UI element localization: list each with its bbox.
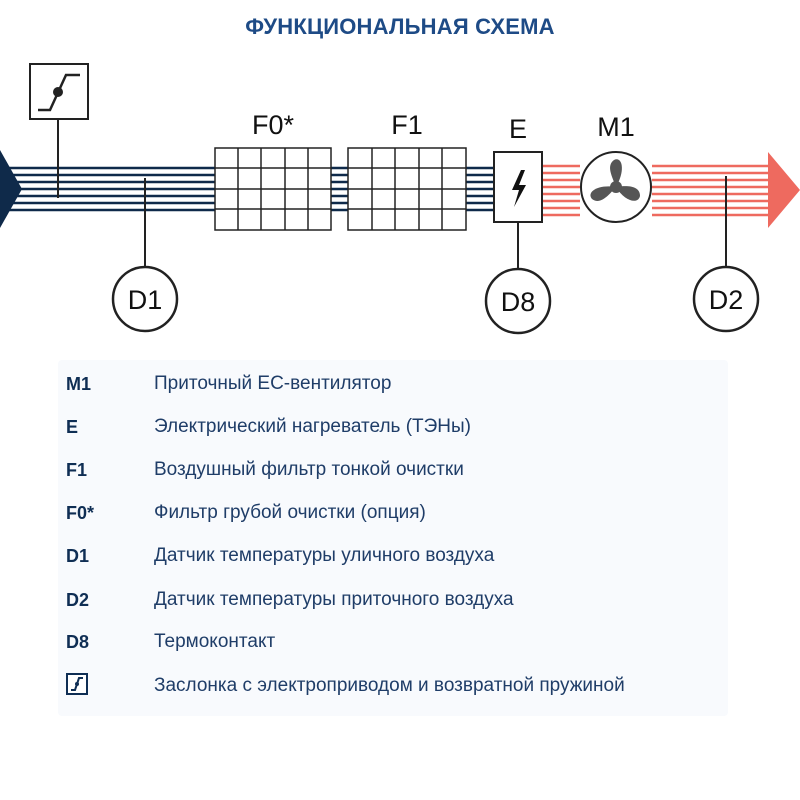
legend-row-d2: D2 Датчик температуры приточного воздуха xyxy=(58,584,728,616)
filter-f0 xyxy=(214,147,332,231)
legend-text: Заслонка с электроприводом и возвратной … xyxy=(154,675,625,696)
f1-label: F1 xyxy=(391,110,423,140)
legend-row-d8: D8 Термоконтакт xyxy=(58,626,728,658)
sensor-d1 xyxy=(111,178,179,333)
f0-label: F0* xyxy=(252,110,295,140)
intake-arrow-tail xyxy=(0,150,22,228)
heater-e xyxy=(493,151,543,272)
legend-code: E xyxy=(66,416,79,437)
legend-text: Фильтр грубой очистки (опция) xyxy=(154,502,426,523)
legend-code: D8 xyxy=(66,631,90,652)
legend-text: Приточный ЕС-вентилятор xyxy=(154,373,392,394)
legend-code: D2 xyxy=(66,589,90,610)
damper-actuator xyxy=(29,63,89,198)
legend-code: M1 xyxy=(66,373,92,394)
sensor-d2 xyxy=(692,176,760,333)
functional-diagram: D1 F0* F1 E D8 xyxy=(0,63,800,335)
legend-code-icon xyxy=(58,672,154,700)
legend: M1 Приточный ЕС-вентилятор E Электрическ… xyxy=(58,360,728,716)
legend-text: Термоконтакт xyxy=(154,631,276,652)
d1-label: D1 xyxy=(128,285,163,315)
legend-text: Датчик температуры уличного воздуха xyxy=(154,545,495,566)
intake-air-stream xyxy=(0,166,494,212)
damper-icon xyxy=(66,672,88,695)
legend-text: Воздушный фильтр тонкой очистки xyxy=(154,459,464,480)
d8-label: D8 xyxy=(501,287,536,317)
diagram-title: ФУНКЦИОНАЛЬНАЯ СХЕМА xyxy=(245,14,555,39)
legend-row-m1: M1 Приточный ЕС-вентилятор xyxy=(58,368,728,400)
fan-m1 xyxy=(580,151,652,223)
legend-row-f1: F1 Воздушный фильтр тонкой очистки xyxy=(58,454,728,486)
d2-label: D2 xyxy=(709,285,744,315)
legend-row-f0: F0* Фильтр грубой очистки (опция) xyxy=(58,497,728,529)
supply-air-stream xyxy=(542,164,772,217)
e-label: E xyxy=(509,114,527,144)
fan-icon xyxy=(590,159,640,201)
legend-row-damper: Заслонка с электроприводом и возвратной … xyxy=(58,670,728,702)
m1-label: M1 xyxy=(597,112,635,142)
filter-f1 xyxy=(347,147,467,231)
legend-code: F0* xyxy=(66,502,95,523)
legend-code: F1 xyxy=(66,459,88,480)
legend-text: Электрический нагреватель (ТЭНы) xyxy=(154,416,472,437)
supply-arrow-head xyxy=(768,152,800,228)
legend-row-e: E Электрический нагреватель (ТЭНы) xyxy=(58,411,728,443)
sensor-d8 xyxy=(484,267,552,335)
lightning-icon xyxy=(512,170,526,207)
legend-text: Датчик температуры приточного воздуха xyxy=(154,589,514,610)
legend-code: D1 xyxy=(66,545,90,566)
legend-row-d1: D1 Датчик температуры уличного воздуха xyxy=(58,540,728,572)
